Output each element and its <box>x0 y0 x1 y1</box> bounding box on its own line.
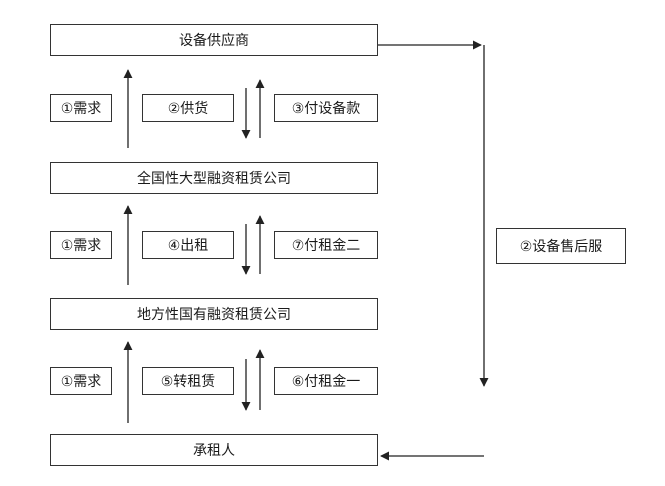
national-leasing-box: 全国性大型融资租赁公司 <box>50 162 378 194</box>
supplier-label: 设备供应商 <box>179 33 249 49</box>
lessee-label: 承租人 <box>193 443 235 459</box>
demand-label-2: ①需求 <box>60 238 102 254</box>
demand-box-1: ①需求 <box>50 94 112 122</box>
pay-equipment-box: ③付设备款 <box>274 94 378 122</box>
pay-rent-one-box: ⑥付租金一 <box>274 367 378 395</box>
pay-equipment-label: ③付设备款 <box>291 101 361 117</box>
local-leasing-label: 地方性国有融资租赁公司 <box>137 307 291 323</box>
local-leasing-box: 地方性国有融资租赁公司 <box>50 298 378 330</box>
demand-box-2: ①需求 <box>50 231 112 259</box>
lease-box: ④出租 <box>142 231 234 259</box>
after-sales-label: ②设备售后服 <box>519 239 603 255</box>
lessee-box: 承租人 <box>50 434 378 466</box>
demand-box-3: ①需求 <box>50 367 112 395</box>
demand-label-1: ①需求 <box>60 101 102 117</box>
supply-box: ②供货 <box>142 94 234 122</box>
lease-label: ④出租 <box>167 238 209 254</box>
sublease-label: ⑤转租赁 <box>160 374 216 390</box>
national-leasing-label: 全国性大型融资租赁公司 <box>137 171 291 187</box>
supplier-box: 设备供应商 <box>50 24 378 56</box>
supply-label: ②供货 <box>167 101 209 117</box>
pay-rent-two-box: ⑦付租金二 <box>274 231 378 259</box>
demand-label-3: ①需求 <box>60 374 102 390</box>
pay-rent-two-label: ⑦付租金二 <box>291 238 361 254</box>
after-sales-box: ②设备售后服 <box>496 228 626 264</box>
sublease-box: ⑤转租赁 <box>142 367 234 395</box>
pay-rent-one-label: ⑥付租金一 <box>291 374 361 390</box>
